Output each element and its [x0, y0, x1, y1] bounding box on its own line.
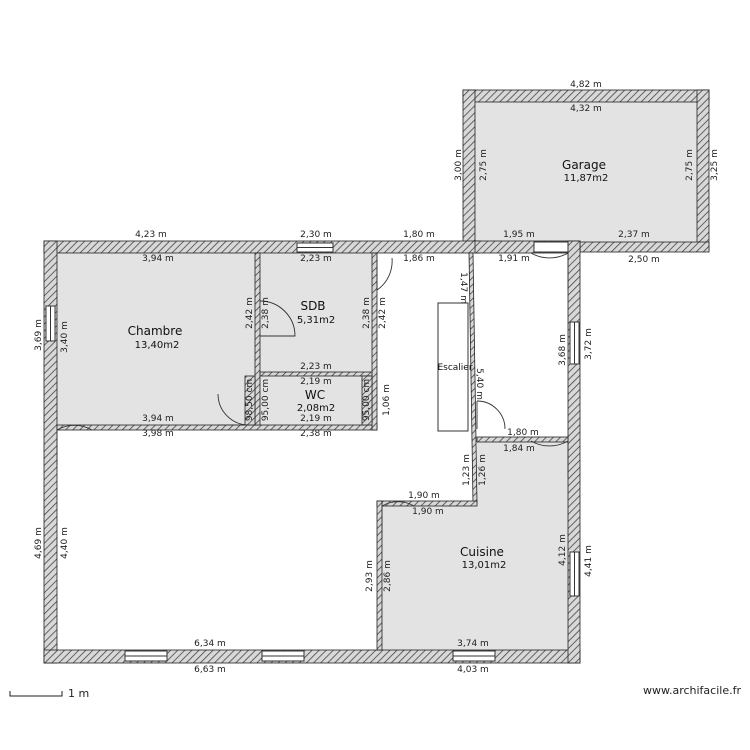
- dim-label: 1,47 m: [458, 272, 468, 304]
- escalier-label: Escalier: [437, 363, 472, 373]
- dim-label: 2,38 m: [362, 297, 372, 329]
- dim-label: 5,40 m: [474, 368, 484, 400]
- dimension-labels: 4,82 m 4,32 m 1,95 m 2,37 m 2,50 m 4,23 …: [135, 80, 660, 675]
- dim-label: 2,75 m: [479, 149, 489, 181]
- scale-label: 1 m: [68, 687, 89, 700]
- dim-label: 3,00 m: [454, 149, 464, 181]
- chambre-fill: [57, 253, 256, 425]
- dim-label: 2,93 m: [365, 560, 375, 592]
- dim-label: 2,23 m: [300, 362, 332, 372]
- dim-label: 2,19 m: [300, 377, 332, 387]
- dim-label: 95,00 cm: [362, 379, 372, 421]
- sdb-fill: [260, 253, 372, 373]
- stair: [437, 302, 469, 432]
- cuisine-area: 13,01m2: [462, 560, 507, 571]
- wc-fill: [260, 376, 372, 425]
- dim-label: 95,00 cm: [261, 379, 271, 421]
- room-labels: Garage 11,87m2 Chambre 13,40m2 SDB 5,31m…: [128, 158, 609, 571]
- dim-label: 2,23 m: [300, 254, 332, 264]
- sdb-area: 5,31m2: [297, 315, 335, 326]
- dim-label: 2,42 m: [378, 297, 388, 329]
- walls: [43, 89, 710, 664]
- chambre-area: 13,40m2: [135, 340, 180, 351]
- dim-label: 1,90 m: [412, 507, 444, 517]
- dim-label: 1,86 m: [403, 254, 435, 264]
- dim-label: 2,37 m: [618, 230, 650, 240]
- dim-label: 3,25 m: [710, 149, 720, 181]
- dim-label: 6,34 m: [194, 639, 226, 649]
- dim-label: 1,91 m: [498, 254, 530, 264]
- dim-label: 3,94 m: [142, 254, 174, 264]
- chambre-name: Chambre: [128, 324, 183, 338]
- dim-label: 3,69 m: [34, 319, 44, 351]
- dim-label: 4,03 m: [457, 665, 489, 675]
- garage-area: 11,87m2: [564, 173, 609, 184]
- dim-label: 4,82 m: [570, 80, 602, 90]
- dim-label: 4,12 m: [558, 534, 568, 566]
- dim-label: 2,86 m: [383, 560, 393, 592]
- dim-label: 3,98 m: [142, 429, 174, 439]
- dim-label: 2,38 m: [261, 297, 271, 329]
- dim-label: 1,23 m: [462, 454, 472, 486]
- cuisine-fill: [382, 441, 568, 650]
- dim-label: 2,75 m: [685, 149, 695, 181]
- watermark-credit: www.archifacile.fr: [643, 684, 741, 697]
- window-garage-door: [533, 241, 569, 253]
- dim-label: 3,74 m: [457, 639, 489, 649]
- dim-label: 4,32 m: [570, 104, 602, 114]
- wc-area: 2,08m2: [297, 403, 335, 414]
- dim-label: 2,50 m: [628, 255, 660, 265]
- dim-label: 2,19 m: [300, 414, 332, 424]
- dim-label: 2,30 m: [300, 230, 332, 240]
- scale-bar: 1 m: [9, 687, 89, 700]
- dim-label: 2,42 m: [245, 297, 255, 329]
- dim-label: 4,41 m: [584, 545, 594, 577]
- garage-name: Garage: [562, 158, 606, 172]
- dim-label: 1,06 m: [382, 384, 392, 416]
- dim-label: 6,63 m: [194, 665, 226, 675]
- dim-label: 3,72 m: [584, 328, 594, 360]
- dim-label: 1,26 m: [478, 454, 488, 486]
- windows: [45, 241, 580, 662]
- dim-label: 3,40 m: [60, 321, 70, 353]
- garage-fill: [475, 102, 697, 242]
- cuisine-name: Cuisine: [460, 545, 504, 559]
- dim-label: 1,80 m: [403, 230, 435, 240]
- sdb-name: SDB: [300, 299, 325, 313]
- dim-label: 3,94 m: [142, 414, 174, 424]
- dim-label: 1,84 m: [503, 444, 535, 454]
- dim-label: 98,50 cm: [245, 379, 255, 421]
- dim-label: 1,95 m: [503, 230, 535, 240]
- dim-label: 4,23 m: [135, 230, 167, 240]
- dim-label: 1,80 m: [507, 428, 539, 438]
- wc-name: WC: [305, 388, 325, 402]
- dim-label: 2,38 m: [300, 429, 332, 439]
- room-fills: [57, 102, 697, 650]
- dimension-labels-vertical: 3,00 m 2,75 m 2,75 m 3,25 m 1,47 m 3,69 …: [34, 149, 720, 592]
- dim-label: 4,69 m: [34, 527, 44, 559]
- dim-label: 1,90 m: [408, 491, 440, 501]
- dim-label: 4,40 m: [60, 527, 70, 559]
- dim-label: 3,68 m: [558, 334, 568, 366]
- doors: [56, 252, 569, 538]
